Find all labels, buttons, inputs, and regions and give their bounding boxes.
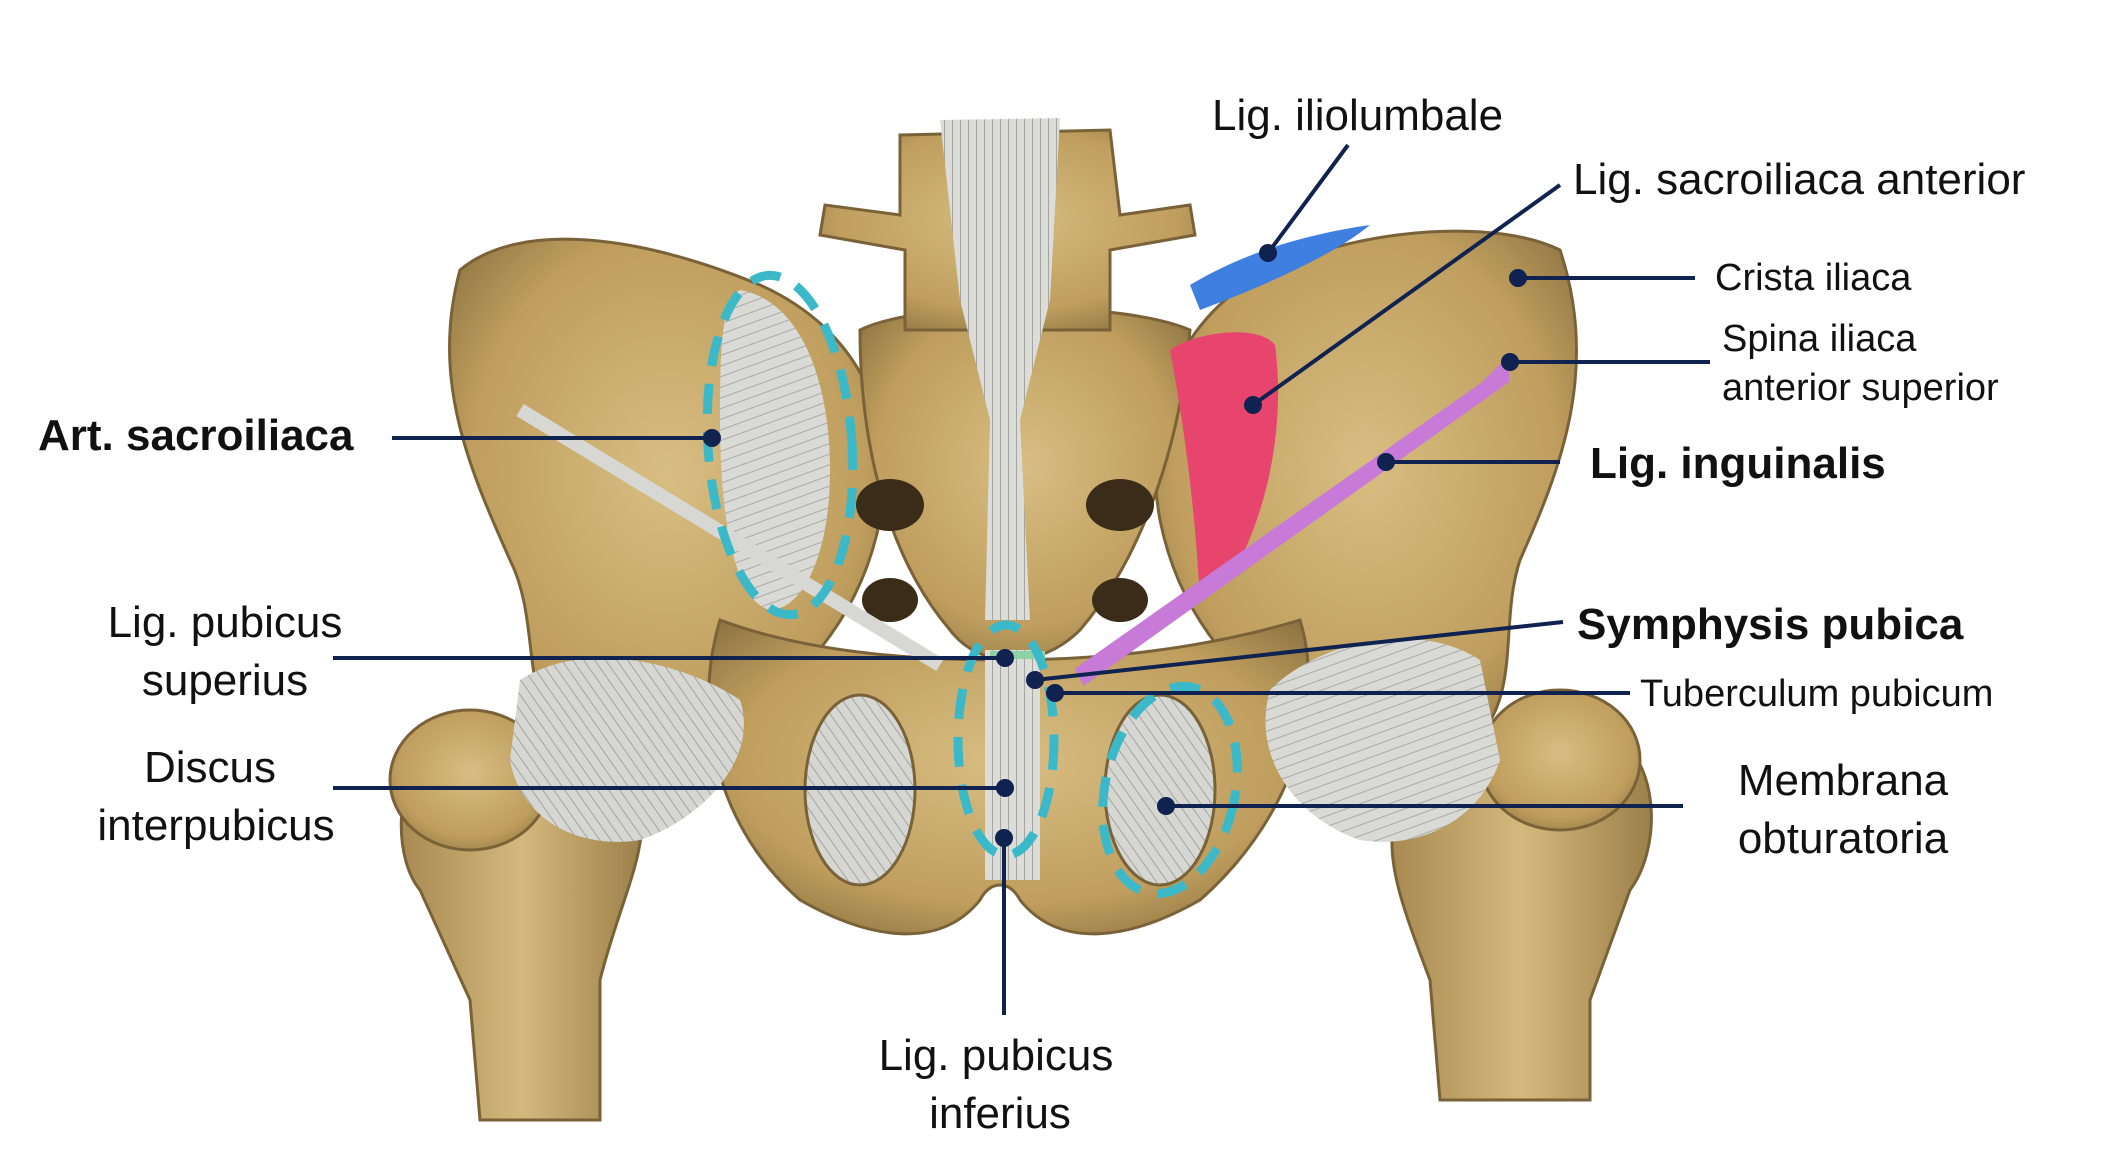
label-lig-pubicus-superius-line1: Lig. pubicus bbox=[108, 598, 343, 647]
dot-lig-sacroiliaca-anterior bbox=[1244, 396, 1262, 414]
leader-lines bbox=[333, 143, 1710, 1015]
sacral-foramen bbox=[856, 479, 924, 531]
anterior-longitudinal-ligament bbox=[940, 118, 1060, 620]
sacroiliac-joint-highlight bbox=[702, 270, 858, 620]
sacral-foramen bbox=[1092, 578, 1148, 622]
pubic-symphysis-highlight bbox=[953, 620, 1059, 860]
sacral-foramen bbox=[1086, 479, 1154, 531]
sacral-foramen bbox=[862, 578, 918, 622]
leader-symphysis-pubica bbox=[1034, 620, 1564, 682]
label-spina-iliaca-line1: Spina iliaca bbox=[1722, 318, 1917, 360]
right-hip-capsule bbox=[1265, 638, 1500, 842]
label-lig-pubicus-inferius-line1: Lig. pubicus bbox=[879, 1031, 1114, 1080]
dot-lig-inguinalis bbox=[1377, 453, 1395, 471]
label-lig-inguinalis: Lig. inguinalis bbox=[1590, 439, 1886, 488]
label-art-sacroiliaca: Art. sacroiliaca bbox=[38, 411, 354, 460]
label-crista-iliaca: Crista iliaca bbox=[1715, 257, 1912, 299]
right-femoral-head bbox=[1478, 688, 1642, 832]
label-discus-interpubicus-line1: Discus bbox=[144, 743, 276, 792]
iliolumbale-ligament-highlight bbox=[1190, 225, 1370, 310]
left-inguinal-band bbox=[516, 404, 944, 671]
label-membrana-obturatoria-line1: Membrana bbox=[1738, 756, 1949, 805]
leader-dots bbox=[703, 244, 1527, 847]
label-lig-iliolumbale: Lig. iliolumbale bbox=[1212, 91, 1503, 140]
left-hip-capsule bbox=[510, 658, 744, 842]
label-symphysis-pubica: Symphysis pubica bbox=[1577, 600, 1964, 649]
dot-lig-pubicus-superius bbox=[996, 649, 1014, 667]
dot-crista-iliaca bbox=[1509, 269, 1527, 287]
right-obturator-foramen bbox=[1103, 693, 1217, 887]
label-lig-pubicus-superius-line2: superius bbox=[142, 656, 308, 705]
label-discus-interpubicus-line2: interpubicus bbox=[97, 801, 334, 850]
label-tuberculum-pubicum: Tuberculum pubicum bbox=[1640, 673, 1993, 715]
dot-discus-interpubicus bbox=[996, 779, 1014, 797]
leader-lig-iliolumbale bbox=[1266, 143, 1350, 255]
label-spina-iliaca-line2: anterior superior bbox=[1722, 367, 1999, 409]
label-lig-pubicus-inferius-line2: inferius bbox=[929, 1089, 1071, 1138]
dot-membrana-obturatoria bbox=[1157, 797, 1175, 815]
dot-symphysis-pubica bbox=[1026, 671, 1044, 689]
left-sacroiliac-ligament-tissue bbox=[720, 290, 830, 610]
dot-tuberculum-pubicum bbox=[1046, 684, 1064, 702]
dot-lig-pubicus-inferius bbox=[995, 829, 1013, 847]
leader-lig-sacroiliaca-anterior bbox=[1251, 183, 1562, 407]
label-membrana-obturatoria-line2: obturatoria bbox=[1738, 814, 1949, 863]
label-lig-sacroiliaca-anterior: Lig. sacroiliaca anterior bbox=[1573, 155, 2025, 204]
dot-lig-iliolumbale bbox=[1259, 244, 1277, 262]
dot-art-sacroiliaca bbox=[703, 429, 721, 447]
dot-spina-iliaca bbox=[1501, 353, 1519, 371]
obturator-membrane-highlight bbox=[1098, 681, 1242, 899]
